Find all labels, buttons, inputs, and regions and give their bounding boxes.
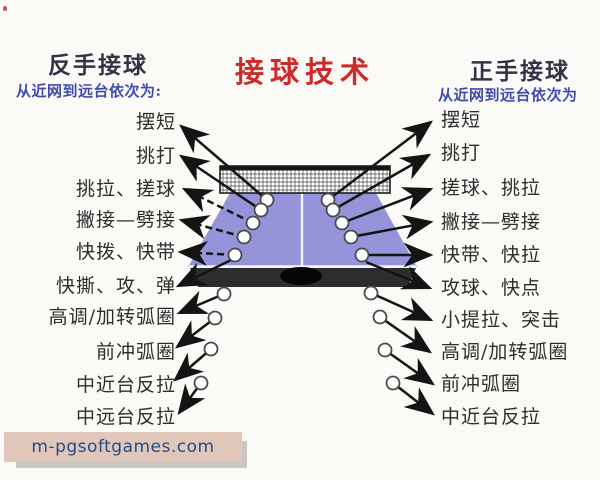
- watermark-text: m-pgsoftgames.com: [31, 437, 215, 457]
- label-right-gaodiao-huquan: 高调/加转弧圈: [441, 341, 569, 363]
- ball-right-off-3: [385, 375, 401, 391]
- label-right-xiaotila-tuji: 小提拉、突击: [441, 309, 562, 331]
- ball-right-off-0: [363, 285, 379, 301]
- forehand-header: 正手接球: [470, 58, 570, 85]
- arrow-left-8: [173, 348, 212, 382]
- arrow-left-4: [177, 241, 236, 266]
- ball-right-table-1: [325, 202, 341, 218]
- backhand-header: 反手接球: [48, 52, 148, 79]
- label-left-gaodiao-huquan: 高调/加转弧圈: [48, 306, 176, 328]
- arrow-right-9: [392, 382, 435, 416]
- label-left-tiaoda: 挑打: [135, 145, 176, 167]
- ball-left-table-1: [253, 202, 269, 218]
- label-right-cuoqiu-tiaola: 搓球、挑拉: [441, 177, 542, 199]
- label-left-kuaisi-gong-dan: 快撕、攻、弹: [55, 275, 176, 297]
- ball-left-off-0: [216, 286, 232, 302]
- ball-right-off-1: [372, 309, 388, 325]
- page-title: 接球技术: [234, 55, 375, 89]
- ball-right-off-2: [377, 342, 393, 358]
- ball-right-table-2: [334, 215, 350, 231]
- ball-left-off-2: [203, 341, 219, 357]
- label-right-qianchong-huquan: 前冲弧圈: [441, 373, 522, 395]
- label-right-baiduan: 摆短: [441, 109, 482, 131]
- backhand-subheader: 从近网到远台依次为:: [16, 82, 162, 100]
- label-left-kuaibo-kuaidai: 快拨、快带: [75, 241, 176, 263]
- net-top-band: [220, 166, 390, 171]
- label-right-kuaidai-kuaila: 快带、快拉: [441, 244, 542, 266]
- label-left-piejie-pijie: 撇接—劈接: [75, 209, 176, 231]
- forehand-subheader: 从近网到远台依次为: [438, 86, 578, 104]
- arrow-right-8: [384, 348, 436, 386]
- arrow-right-2: [341, 187, 434, 225]
- ball-left-off-1: [207, 310, 223, 326]
- arrow-left-5: [175, 258, 232, 288]
- arrow-left-2: [181, 187, 254, 225]
- arrow-right-1: [332, 153, 432, 212]
- ball-left-off-3: [193, 375, 209, 391]
- label-left-zhongjintai-fanla: 中近台反拉: [75, 374, 176, 396]
- arrow-right-6: [370, 291, 434, 322]
- label-right-tiaoda: 挑打: [441, 142, 482, 164]
- ball-left-table-4: [227, 247, 243, 263]
- label-right-gongqiu-kuaidian: 攻球、快点: [441, 277, 542, 299]
- ball-left-table-2: [245, 215, 261, 231]
- label-left-zhongyuantai-fanla: 中远台反拉: [75, 406, 176, 428]
- watermark-band: m-pgsoftgames.com: [4, 432, 242, 462]
- label-left-baiduan: 摆短: [135, 111, 176, 133]
- table-edge-ellipse: [280, 267, 322, 285]
- arrow-right-3: [350, 214, 434, 240]
- red-dot-artifact: [3, 6, 7, 11]
- arrow-right-5: [365, 260, 433, 290]
- arrow-right-0: [327, 120, 433, 201]
- arrow-left-0: [179, 124, 268, 201]
- label-left-qianchong-huquan: 前冲弧圈: [95, 341, 176, 363]
- label-right-zhongjintai-fanla: 中近台反拉: [441, 406, 542, 428]
- ball-right-table-3: [343, 229, 359, 245]
- label-left-tiaola-cuoqiu: 挑拉、搓球: [75, 178, 176, 200]
- arrow-left-6: [176, 290, 225, 315]
- ball-left-table-3: [236, 229, 252, 245]
- label-right-piejie-pijie: 撇接—劈接: [441, 211, 542, 233]
- arrow-left-7: [175, 317, 216, 349]
- arrow-left-1: [178, 154, 262, 212]
- ball-right-table-4: [354, 247, 370, 263]
- arrow-right-7: [379, 315, 433, 354]
